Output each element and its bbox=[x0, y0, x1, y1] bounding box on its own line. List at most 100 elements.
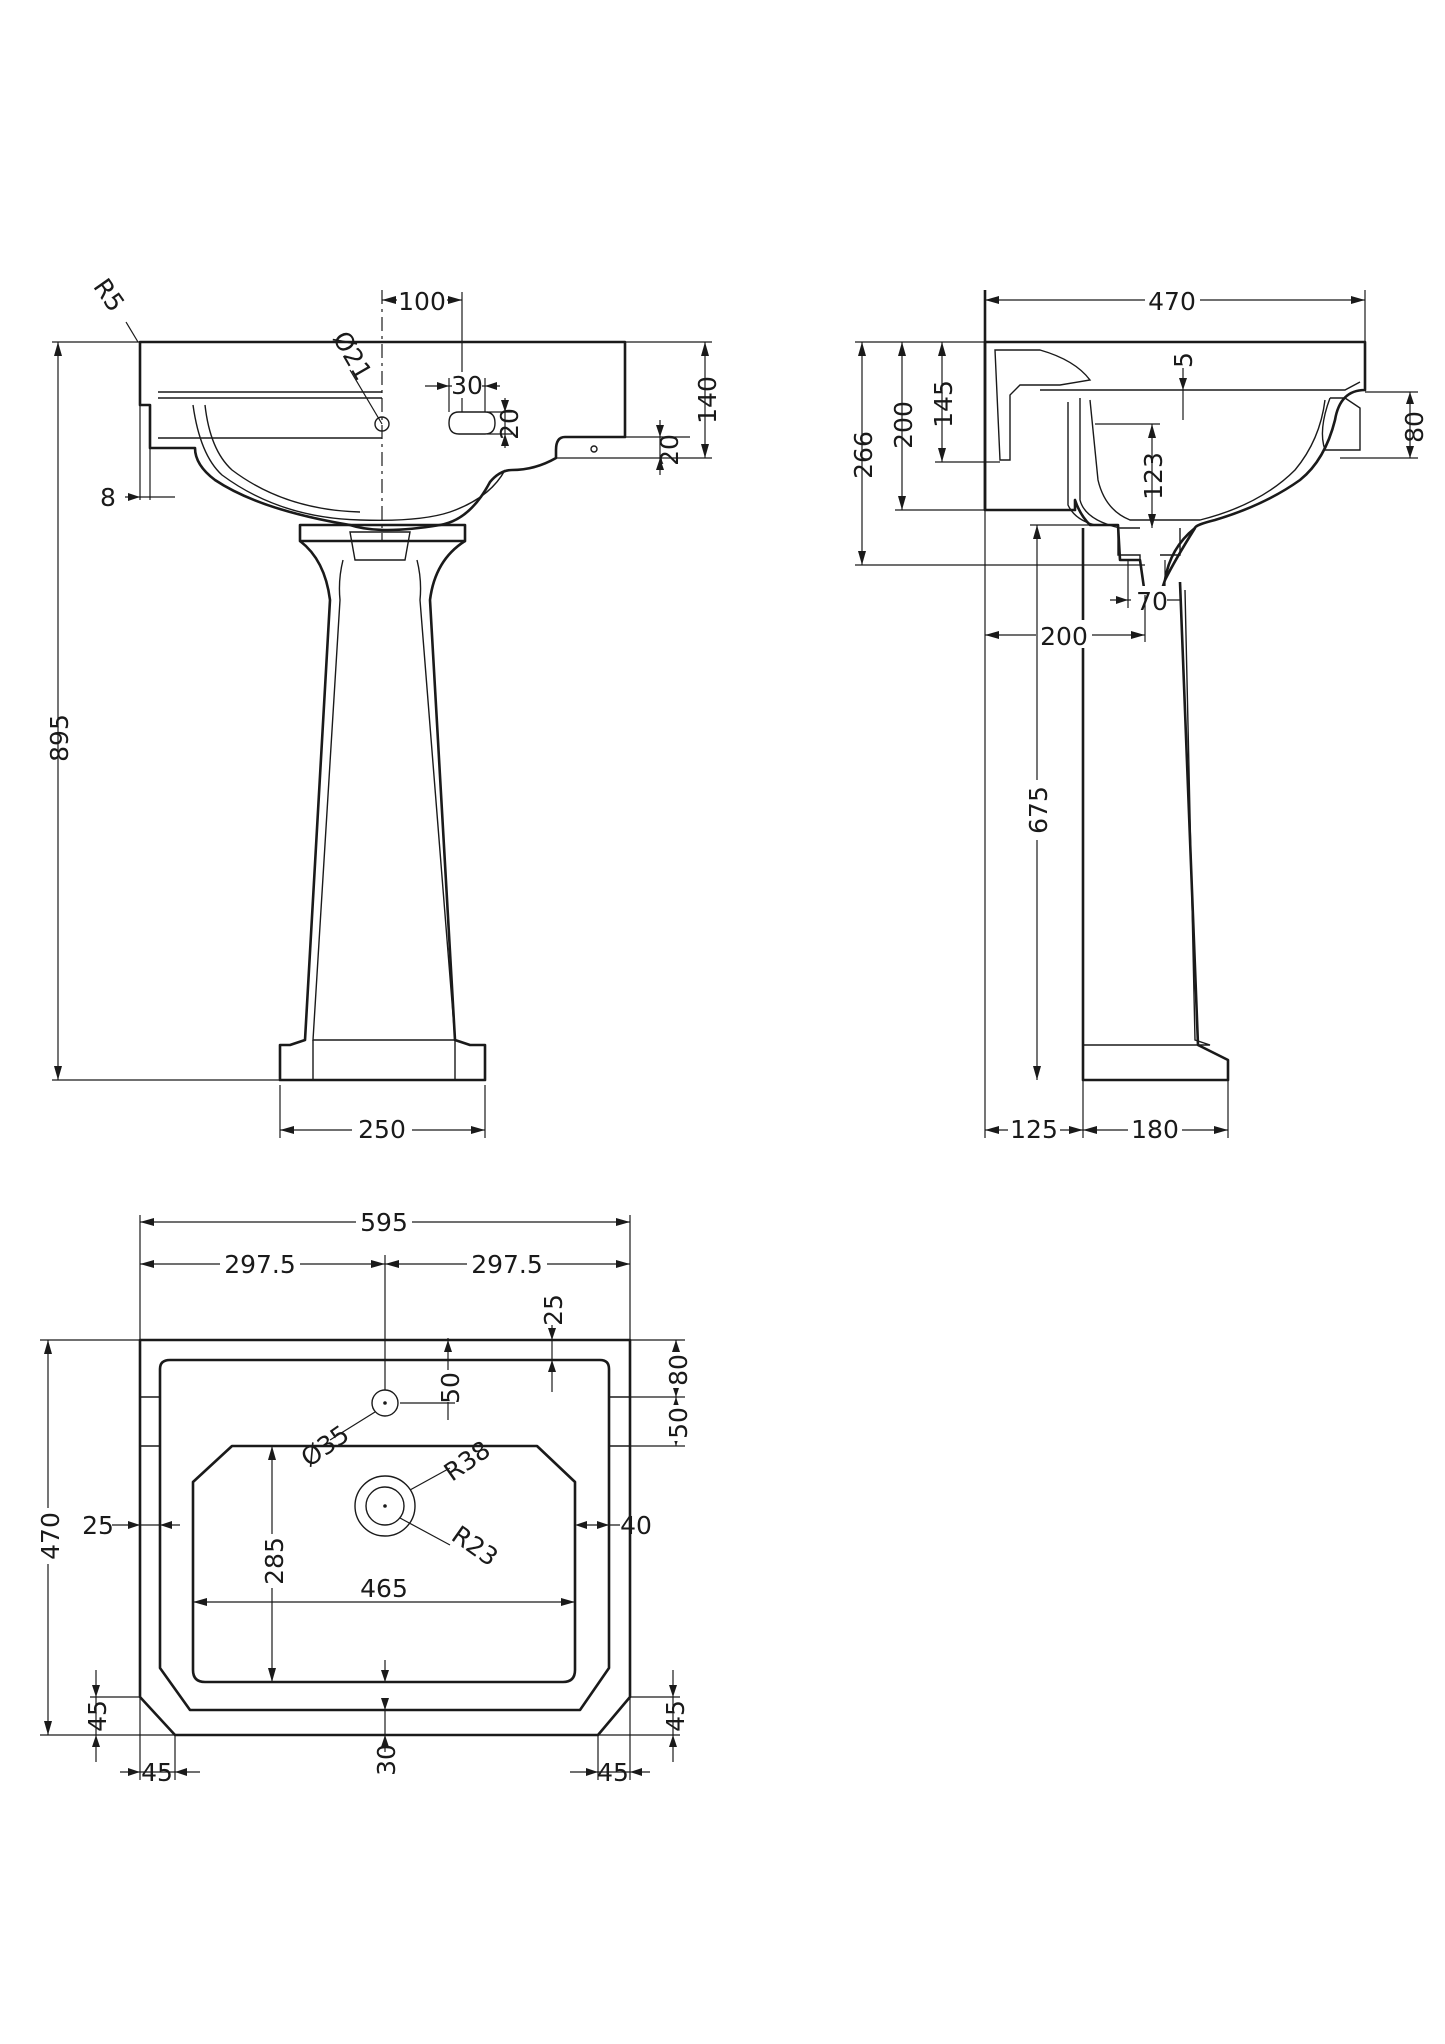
arrow-675-bottom bbox=[1033, 1066, 1041, 1080]
label-bg-70 bbox=[1131, 586, 1167, 612]
side-front-lip bbox=[1321, 397, 1361, 451]
dim-label-200w: 200 bbox=[1040, 622, 1088, 651]
dim-label-8: 8 bbox=[100, 483, 116, 512]
arrow-675-top bbox=[1033, 525, 1041, 539]
arrow-20b-top bbox=[656, 425, 664, 437]
dim-label-895: 895 bbox=[45, 714, 74, 762]
label-bg-50s bbox=[664, 1405, 690, 1441]
dim-label-470s: 470 bbox=[1148, 287, 1196, 316]
dim-label-5: 5 bbox=[1169, 352, 1198, 368]
dim-label-145: 145 bbox=[929, 380, 958, 428]
dim-label-80t: 80 bbox=[664, 1354, 693, 1386]
arrow-145-bottom bbox=[938, 448, 946, 462]
arrow-25b-top bbox=[548, 1328, 556, 1340]
dim-label-40r: 40 bbox=[620, 1511, 652, 1540]
front-bowl-curve bbox=[192, 404, 506, 522]
dim-label-595: 595 bbox=[360, 1208, 408, 1237]
dim-label-50t: 50 bbox=[436, 1372, 465, 1404]
arrow-125-right bbox=[1069, 1126, 1083, 1134]
label-bg-125 bbox=[1008, 1114, 1060, 1142]
dim-label-140: 140 bbox=[693, 376, 722, 424]
arrow-20a-top bbox=[501, 400, 509, 412]
arrow-180-left bbox=[1083, 1126, 1097, 1134]
dim-label-675: 675 bbox=[1024, 786, 1053, 834]
arrow-80e-top bbox=[1406, 392, 1414, 404]
side-pedestal-inner bbox=[1083, 589, 1211, 1046]
arrow-470s-right bbox=[1351, 296, 1365, 304]
arrow-470t-bottom bbox=[44, 1721, 52, 1735]
dim-label-45br: 45 bbox=[597, 1758, 629, 1787]
arrow-200h-top bbox=[898, 342, 906, 356]
arrow-266-bottom bbox=[858, 551, 866, 565]
top-rim-outline bbox=[158, 1358, 611, 1712]
dim-label-45l: 45 bbox=[83, 1700, 112, 1732]
label-bg-half-left bbox=[220, 1248, 300, 1276]
front-basin-inner-rim bbox=[158, 391, 382, 439]
label-bg-80t bbox=[664, 1352, 690, 1388]
dim-label-200h: 200 bbox=[889, 401, 918, 449]
arrow-285-top bbox=[268, 1446, 276, 1460]
arrow-595-left bbox=[140, 1218, 154, 1226]
arrow-80e-bottom bbox=[1406, 446, 1414, 458]
side-bowl-inner-2 bbox=[1079, 398, 1140, 529]
arrow-45bl-right bbox=[175, 1768, 187, 1776]
arrow-470s-left bbox=[985, 296, 999, 304]
label-bg-200w bbox=[1036, 620, 1092, 648]
dim-label-465: 465 bbox=[360, 1574, 408, 1603]
side-overflow-channel bbox=[1067, 402, 1096, 526]
dim-label-123: 123 bbox=[1139, 452, 1168, 500]
label-bg-595 bbox=[356, 1206, 412, 1234]
leader-r5 bbox=[125, 321, 139, 343]
arrow-100-right bbox=[448, 296, 462, 304]
arrow-8 bbox=[128, 493, 140, 501]
arrow-20a-bottom bbox=[501, 434, 509, 446]
leader-r38 bbox=[409, 1467, 451, 1491]
top-waste-inner bbox=[365, 1486, 405, 1526]
arrow-465-left bbox=[193, 1598, 207, 1606]
top-waste-outer bbox=[354, 1475, 416, 1537]
arrow-895-bottom bbox=[54, 1066, 62, 1080]
dim-label-25b: 25 bbox=[539, 1294, 568, 1326]
side-basin-outline bbox=[983, 340, 1367, 597]
dim-label-half-right: 297.5 bbox=[471, 1250, 543, 1279]
arrow-half-left-r bbox=[371, 1260, 385, 1268]
dim-label-30: 30 bbox=[451, 371, 483, 400]
dim-label-70: 70 bbox=[1136, 587, 1168, 616]
front-overflow-slot bbox=[448, 411, 496, 435]
arrow-595-right bbox=[616, 1218, 630, 1226]
arrow-266-top bbox=[858, 342, 866, 356]
dim-label-285: 285 bbox=[260, 1537, 289, 1585]
dim-label-80e: 80 bbox=[1400, 411, 1429, 443]
arrow-125-left bbox=[985, 1126, 999, 1134]
front-pedestal bbox=[278, 539, 487, 1082]
front-basin-outline bbox=[138, 340, 627, 532]
front-bowl-curve-inner bbox=[204, 404, 361, 513]
dim-label-d35: Ø35 bbox=[296, 1419, 355, 1472]
arrow-200w-left bbox=[985, 631, 999, 639]
arrow-25l-right bbox=[160, 1521, 172, 1529]
dim-label-r23: R23 bbox=[446, 1520, 503, 1572]
arrow-80t-top bbox=[672, 1340, 680, 1352]
arrow-895-top bbox=[54, 342, 62, 356]
arrow-30f-top bbox=[381, 1698, 389, 1710]
arrow-5 bbox=[1179, 378, 1187, 390]
arrow-25l-left bbox=[128, 1521, 140, 1529]
side-view: 470 266 200 145 5 80 bbox=[849, 285, 1429, 1144]
label-bg-675 bbox=[1022, 780, 1052, 840]
dim-label-20b: 20 bbox=[655, 434, 684, 466]
arrow-123-bottom bbox=[1148, 514, 1156, 528]
arrow-40r-right bbox=[597, 1521, 609, 1529]
arrow-140-bottom bbox=[701, 444, 709, 458]
arrow-45r-bottom bbox=[669, 1735, 677, 1747]
dim-label-r38: R38 bbox=[439, 1435, 496, 1487]
side-back-wall bbox=[994, 349, 1092, 461]
side-waste-outlet bbox=[1117, 528, 1181, 560]
top-waste-centre bbox=[383, 1504, 387, 1508]
arrow-200w-right bbox=[1131, 631, 1145, 639]
arrow-30-right bbox=[485, 382, 497, 390]
front-pedestal-base-line bbox=[312, 1040, 456, 1080]
arrow-250-right bbox=[471, 1126, 485, 1134]
arrow-285-bottom bbox=[268, 1668, 276, 1682]
arrow-45l-bottom bbox=[92, 1735, 100, 1747]
arrow-half-left-l bbox=[140, 1260, 154, 1268]
